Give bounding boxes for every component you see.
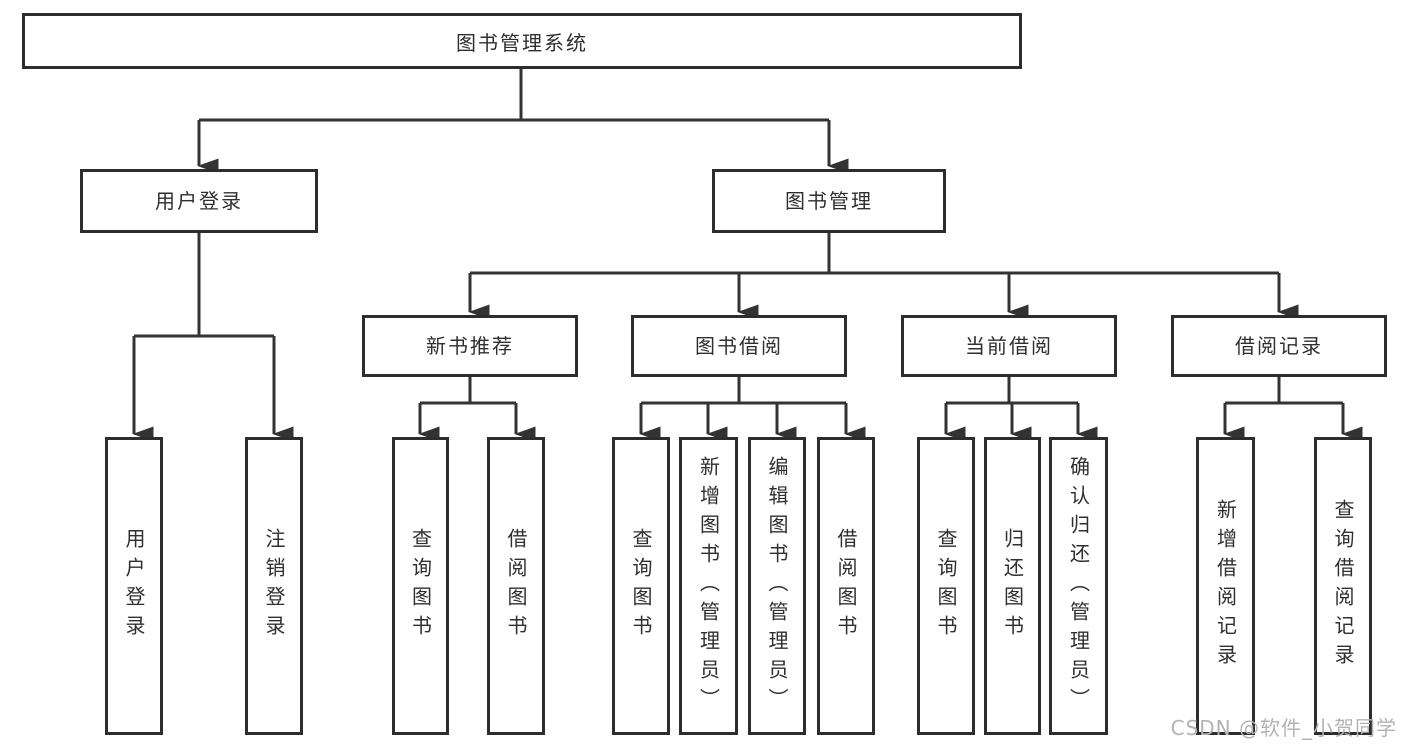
leaf-query-borrow-record: 查询借阅记录 [1314,437,1372,735]
node-label: 用户登录 [155,189,243,213]
leaf-borrow-books: 借阅图书 [817,437,875,735]
leaf-confirm-return-admin: 确认归还（管理员） [1049,437,1108,735]
node-label: 图书借阅 [695,334,783,358]
node-user-login: 用户登录 [80,169,318,233]
leaf-edit-books-admin: 编辑图书（管理员） [748,437,806,735]
leaf-label: 新增图书（管理员） [696,455,721,717]
leaf-label: 注销登录 [262,528,286,644]
node-new-book-recommendation: 新书推荐 [362,315,578,377]
node-book-management: 图书管理 [712,169,946,233]
node-book-borrowing: 图书借阅 [631,315,847,377]
leaf-borrow-books-recommend: 借阅图书 [487,437,545,735]
leaf-label: 借阅图书 [834,528,858,644]
leaf-label: 确认归还（管理员） [1066,455,1091,717]
watermark: CSDN @软件_小贺同学 [1170,716,1397,740]
leaf-label: 查询图书 [934,528,958,644]
leaf-label: 用户登录 [122,528,146,644]
leaf-add-books-admin: 新增图书（管理员） [679,437,738,735]
node-borrowing-records: 借阅记录 [1171,315,1387,377]
leaf-user-login: 用户登录 [105,437,163,735]
leaf-label: 借阅图书 [504,528,528,644]
leaf-label: 查询借阅记录 [1331,499,1355,673]
node-label: 新书推荐 [426,334,514,358]
leaf-add-borrow-record: 新增借阅记录 [1196,437,1255,735]
node-current-borrowing: 当前借阅 [901,315,1117,377]
leaf-label: 查询图书 [408,528,433,644]
node-label: 借阅记录 [1235,334,1323,358]
leaf-label: 查询图书 [629,528,653,644]
node-library-management-system: 图书管理系统 [22,13,1022,69]
leaf-label: 归还图书 [1000,528,1025,644]
leaf-query-books-recommend: 查询图书 [392,437,449,735]
node-label: 图书管理 [785,189,873,213]
leaf-label: 新增借阅记录 [1213,499,1238,673]
root-label: 图书管理系统 [456,30,588,55]
leaf-return-books: 归还图书 [984,437,1041,735]
leaf-query-books-borrow: 查询图书 [612,437,670,735]
node-label: 当前借阅 [965,334,1053,358]
leaf-label: 编辑图书（管理员） [765,455,789,717]
leaf-query-books-current: 查询图书 [917,437,975,735]
leaf-logout-login: 注销登录 [245,437,303,735]
